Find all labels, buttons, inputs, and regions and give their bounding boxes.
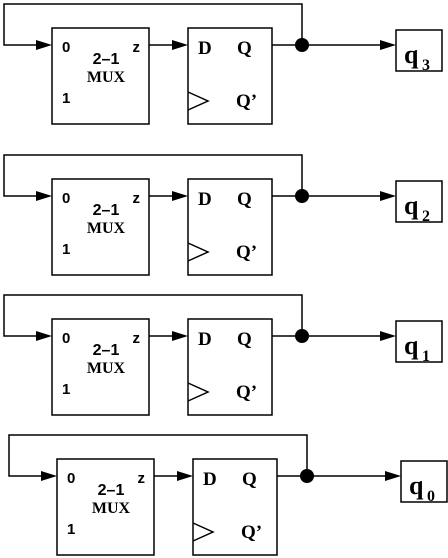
output-box: [400, 460, 448, 503]
mux-box: [56, 458, 155, 556]
feedback-arrowhead: [36, 331, 52, 341]
mux-output-label: z: [133, 39, 141, 56]
clock-triangle: [192, 522, 215, 542]
flip-flop-box: [187, 178, 273, 276]
mux-name: MUX: [87, 69, 126, 86]
ff-qbar-label: Q’: [236, 382, 257, 403]
ff-q-label: Q: [237, 329, 252, 350]
mux-input-1-label: 1: [62, 381, 70, 398]
mux-to-ff-arrowhead: [172, 331, 188, 341]
clock-triangle: [187, 242, 210, 262]
mux-output-label: z: [133, 190, 141, 207]
flip-flop-box: [192, 458, 278, 556]
mux-to-ff-arrowhead: [172, 191, 188, 201]
ff-d-label: D: [198, 38, 212, 59]
junction-dot: [295, 189, 309, 203]
junction-dot: [295, 38, 309, 52]
mux-name: MUX: [87, 360, 126, 377]
feedback-wire: [3, 3, 303, 46]
ff-d-label: D: [203, 469, 217, 490]
output-subscript: 2: [422, 208, 430, 225]
mux-name: MUX: [92, 500, 131, 517]
mux-output-label: z: [133, 330, 141, 347]
ff-d-label: D: [198, 329, 212, 350]
ff-q-label: Q: [237, 38, 252, 59]
mux-to-ff-arrowhead: [177, 471, 193, 481]
output-subscript: 3: [422, 57, 430, 74]
output-arrowhead: [380, 40, 396, 50]
output-subscript: 0: [427, 488, 435, 505]
mux-input-0-label: 0: [62, 190, 70, 207]
output-label: q: [404, 191, 419, 220]
mux-title: 2–1: [93, 202, 120, 219]
feedback-arrowhead: [36, 191, 52, 201]
mux-title: 2–1: [93, 342, 120, 359]
mux-to-ff-arrowhead: [172, 40, 188, 50]
mux-name: MUX: [87, 220, 126, 237]
mux-input-0-label: 0: [62, 330, 70, 347]
output-arrowhead: [380, 191, 396, 201]
mux-title: 2–1: [93, 51, 120, 68]
ff-qbar-label: Q’: [241, 522, 262, 543]
flip-flop-box: [187, 27, 273, 125]
output-box: [395, 29, 443, 72]
junction-dot: [300, 469, 314, 483]
ff-q-label: Q: [237, 189, 252, 210]
mux-title: 2–1: [98, 482, 125, 499]
ff-d-label: D: [198, 189, 212, 210]
feedback-wire: [3, 294, 303, 337]
mux-box: [51, 178, 150, 276]
ff-qbar-label: Q’: [236, 242, 257, 263]
mux-input-1-label: 1: [67, 521, 75, 538]
output-arrowhead: [385, 471, 401, 481]
feedback-arrowhead: [41, 471, 57, 481]
mux-box: [51, 27, 150, 125]
mux-input-1-label: 1: [62, 241, 70, 258]
output-arrowhead: [380, 331, 396, 341]
output-label: q: [404, 40, 419, 69]
clock-triangle: [187, 91, 210, 111]
output-box: [395, 180, 443, 223]
flip-flop-box: [187, 318, 273, 416]
output-label: q: [404, 331, 419, 360]
mux-output-label: z: [138, 470, 146, 487]
clock-triangle: [187, 382, 210, 402]
feedback-wire: [8, 434, 308, 477]
ff-q-label: Q: [242, 469, 257, 490]
output-subscript: 1: [422, 348, 430, 365]
mux-input-0-label: 0: [67, 470, 75, 487]
output-label: q: [409, 471, 424, 500]
feedback-wire: [3, 154, 303, 197]
output-box: [395, 320, 443, 363]
mux-input-0-label: 0: [62, 39, 70, 56]
junction-dot: [295, 329, 309, 343]
feedback-arrowhead: [36, 40, 52, 50]
mux-box: [51, 318, 150, 416]
mux-input-1-label: 1: [62, 90, 70, 107]
ff-qbar-label: Q’: [236, 91, 257, 112]
